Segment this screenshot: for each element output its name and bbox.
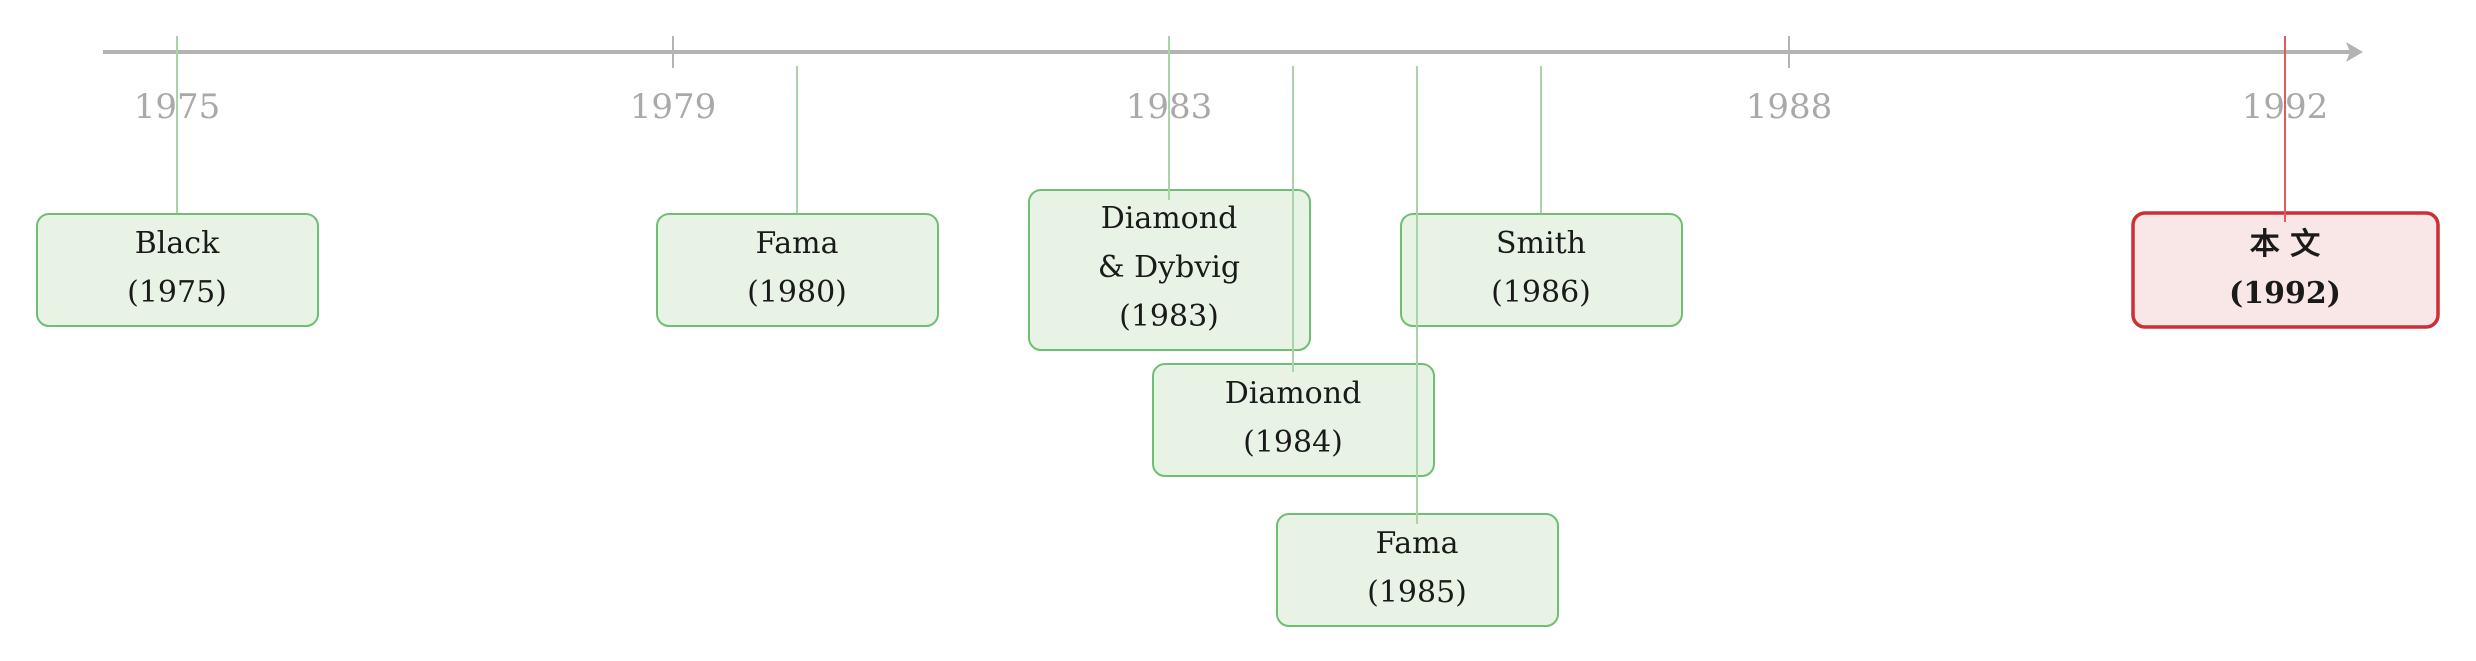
event-box-black-1975: Black (1975): [36, 213, 319, 327]
event-year: (1980): [747, 275, 847, 310]
event-box-this-paper-1992: 本 文 (1992): [2131, 211, 2440, 329]
event-author: Black: [135, 226, 220, 261]
year-label-1988: 1988: [1746, 87, 1833, 127]
event-year: (1985): [1367, 575, 1467, 610]
event-author: 本 文: [2250, 227, 2320, 262]
event-box-fama-1980: Fama (1980): [656, 213, 939, 327]
event-year: (1975): [127, 275, 227, 310]
axis-arrowhead: [2346, 42, 2363, 62]
event-author: Fama: [756, 226, 839, 261]
event-year: (1986): [1491, 275, 1591, 310]
event-box-frame: [656, 213, 939, 327]
event-box-fama-1985: Fama (1985): [1276, 513, 1559, 627]
event-box-frame: [36, 213, 319, 327]
event-author: Fama: [1376, 526, 1459, 561]
year-label-1979: 1979: [630, 87, 717, 127]
event-box-frame: [1400, 213, 1683, 327]
event-year: (1983): [1119, 299, 1219, 334]
event-author: Diamond: [1225, 376, 1362, 411]
event-box-smith-1986: Smith (1986): [1400, 213, 1683, 327]
event-author: Diamond: [1101, 201, 1238, 236]
event-author: Smith: [1496, 226, 1586, 261]
event-box-diamond-dybvig-1983: Diamond & Dybvig (1983): [1028, 189, 1311, 351]
event-year: (1984): [1243, 425, 1343, 460]
event-author-continued: & Dybvig: [1098, 250, 1240, 285]
event-box-diamond-1984: Diamond (1984): [1152, 363, 1435, 477]
event-year: (1992): [2229, 276, 2341, 311]
